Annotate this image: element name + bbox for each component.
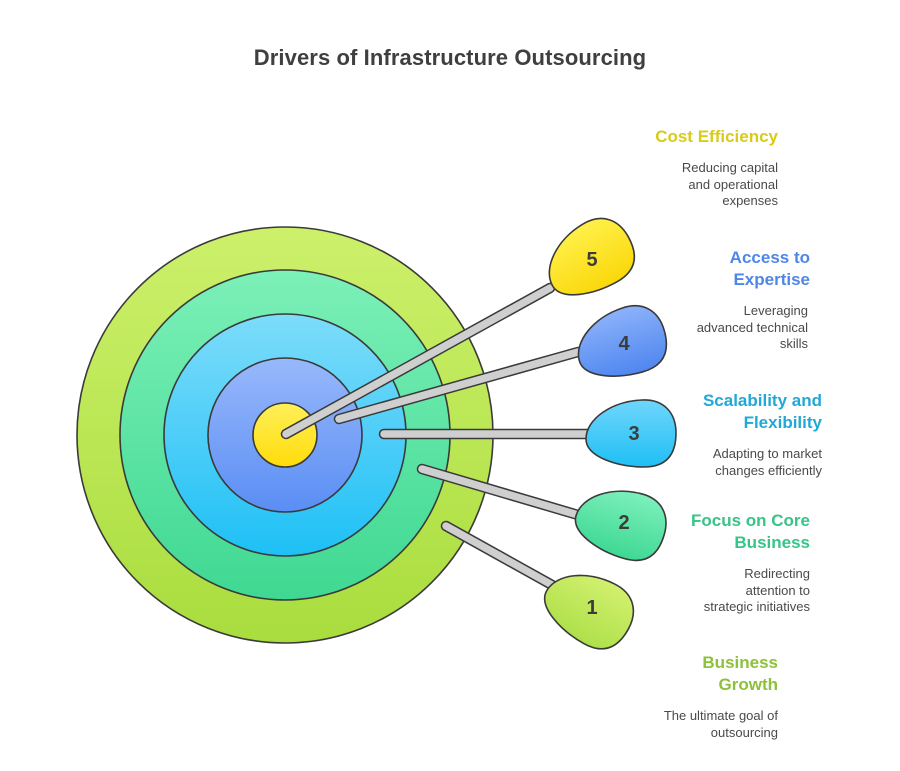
- driver-description: Leveraging advanced technical skills: [630, 303, 808, 353]
- description-line: The ultimate goal of: [663, 708, 778, 723]
- arrow-5: 5: [280, 217, 636, 440]
- flag-number: 5: [586, 249, 597, 271]
- driver-label-1: Business Growth The ultimate goal of out…: [620, 652, 778, 741]
- description-line: skills: [779, 336, 808, 351]
- flag-shape: [577, 304, 668, 377]
- heading-line: Flexibility: [743, 413, 822, 432]
- flag-number: 1: [586, 597, 597, 619]
- heading-line: Business: [734, 533, 810, 552]
- driver-heading: Focus on Core Business: [640, 510, 810, 554]
- diagram-title: Drivers of Infrastructure Outsourcing: [253, 45, 647, 70]
- description-line: Redirecting: [744, 566, 810, 581]
- driver-description: Redirecting attention to strategic initi…: [640, 566, 810, 616]
- arrow-4: 4: [333, 304, 668, 425]
- description-line: outsourcing: [710, 724, 778, 740]
- flag-shape: [574, 490, 667, 562]
- description-line: and operational: [688, 176, 778, 192]
- heading-line: Cost Efficiency: [655, 127, 778, 146]
- description-line: changes efficiently: [715, 462, 822, 478]
- heading-line: Growth: [718, 675, 779, 694]
- driver-heading: Cost Efficiency: [600, 126, 778, 148]
- driver-description: Reducing capital and operational expense…: [600, 160, 778, 210]
- description-line: attention to: [745, 582, 810, 598]
- driver-label-2: Focus on Core Business Redirecting atten…: [640, 510, 810, 616]
- description-line: Adapting to market: [712, 446, 822, 461]
- description-line: Leveraging: [743, 303, 808, 318]
- flag-number: 3: [628, 423, 639, 445]
- arrows: 5 4 3 2 1: [280, 217, 677, 650]
- flag-3: 3: [585, 399, 677, 468]
- driver-heading: Access to Expertise: [630, 247, 810, 291]
- driver-heading: Business Growth: [620, 652, 778, 696]
- flag-shape: [548, 217, 636, 296]
- flag-shape: [585, 399, 677, 468]
- description-line: strategic initiatives: [703, 599, 810, 614]
- flag-number: 2: [618, 512, 629, 534]
- driver-description: The ultimate goal of outsourcing: [620, 708, 778, 741]
- description-line: advanced technical: [696, 319, 808, 335]
- arrow-shaft: [442, 522, 556, 589]
- heading-line: Focus on Core: [690, 511, 810, 530]
- driver-description: Adapting to market changes efficiently: [650, 446, 822, 479]
- arrow-shaft: [418, 465, 582, 519]
- description-line: Reducing capital: [681, 160, 778, 175]
- driver-heading: Scalability and Flexibility: [650, 390, 822, 434]
- heading-line: Access to: [729, 248, 810, 267]
- flag-shape: [544, 574, 635, 650]
- flag-4: 4: [577, 304, 668, 377]
- arrow-shaft: [335, 348, 582, 423]
- arrow-3: 3: [378, 399, 677, 468]
- heading-line: Business: [702, 653, 778, 672]
- driver-label-4: Access to Expertise Leveraging advanced …: [630, 247, 810, 353]
- heading-line: Expertise: [733, 270, 810, 289]
- flag-5: 5: [548, 217, 636, 296]
- arrow-1: 1: [440, 520, 635, 650]
- flag-2: 2: [574, 490, 667, 562]
- arrow-shaft: [282, 284, 554, 438]
- driver-label-3: Scalability and Flexibility Adapting to …: [650, 390, 822, 479]
- description-line: expenses: [722, 193, 778, 208]
- driver-label-5: Cost Efficiency Reducing capital and ope…: [600, 126, 778, 210]
- flag-1: 1: [544, 574, 635, 650]
- arrow-2: 2: [416, 463, 667, 562]
- flag-number: 4: [618, 333, 630, 355]
- heading-line: Scalability and: [702, 391, 822, 410]
